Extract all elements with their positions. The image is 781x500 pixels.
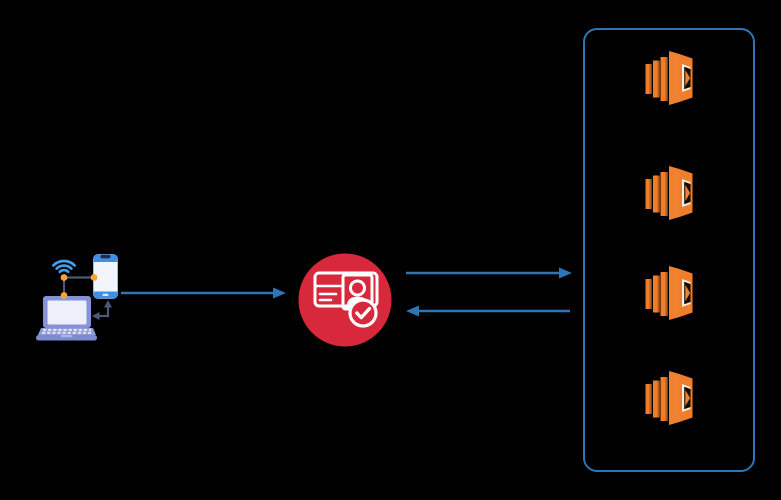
lambda-fin-shadows <box>649 172 668 216</box>
lambda-triangle <box>685 390 691 406</box>
lambda-triangle <box>685 185 691 201</box>
laptop-screen <box>47 300 87 325</box>
lambda-function-node <box>645 166 693 220</box>
lambda-body <box>669 51 680 105</box>
lambda-fins <box>645 172 666 216</box>
laptop-icon <box>36 296 97 341</box>
lambda-fin-shadows <box>649 377 668 421</box>
arrowhead-right-icon <box>273 287 286 299</box>
id-card-outline <box>313 271 379 308</box>
arrowhead-left-icon <box>406 305 419 317</box>
identity-verification-node <box>298 253 392 347</box>
laptop-trackpad-notch <box>60 335 73 338</box>
aws-lambda-icon <box>645 266 693 320</box>
arrowhead-right-icon <box>559 267 572 279</box>
id-card-check-icon <box>313 271 379 311</box>
aws-lambda-icon <box>645 166 693 220</box>
lambda-body <box>669 266 680 320</box>
lambda-function-node <box>645 266 693 320</box>
lambda-body <box>669 371 680 425</box>
aws-lambda-icon <box>645 51 693 105</box>
lambda-fin-shadows <box>649 57 668 101</box>
smartphone-icon <box>93 254 118 299</box>
lambda-fins <box>645 57 666 101</box>
lambda-function-node <box>645 51 693 105</box>
wifi-arcs <box>52 259 76 274</box>
lambda-triangle <box>685 285 691 301</box>
lambda-functions-container <box>583 28 755 472</box>
lambda-fins <box>645 272 666 316</box>
lambda-fin-shadows <box>649 272 668 316</box>
laptop-base <box>36 335 97 341</box>
check-badge <box>348 298 378 328</box>
lambda-function-node <box>645 371 693 425</box>
check-icon <box>355 306 372 320</box>
aws-lambda-icon <box>645 371 693 425</box>
lambda-fins <box>645 377 666 421</box>
phone-notch <box>100 254 111 259</box>
phone-home-bar <box>102 293 109 296</box>
client-devices-group <box>0 0 140 360</box>
laptop-keys <box>42 328 92 334</box>
wifi-icon <box>52 259 76 274</box>
lambda-triangle <box>685 70 691 86</box>
laptop-keyboard-deck <box>38 328 96 335</box>
person-head <box>349 279 366 297</box>
lambda-body <box>669 166 680 220</box>
